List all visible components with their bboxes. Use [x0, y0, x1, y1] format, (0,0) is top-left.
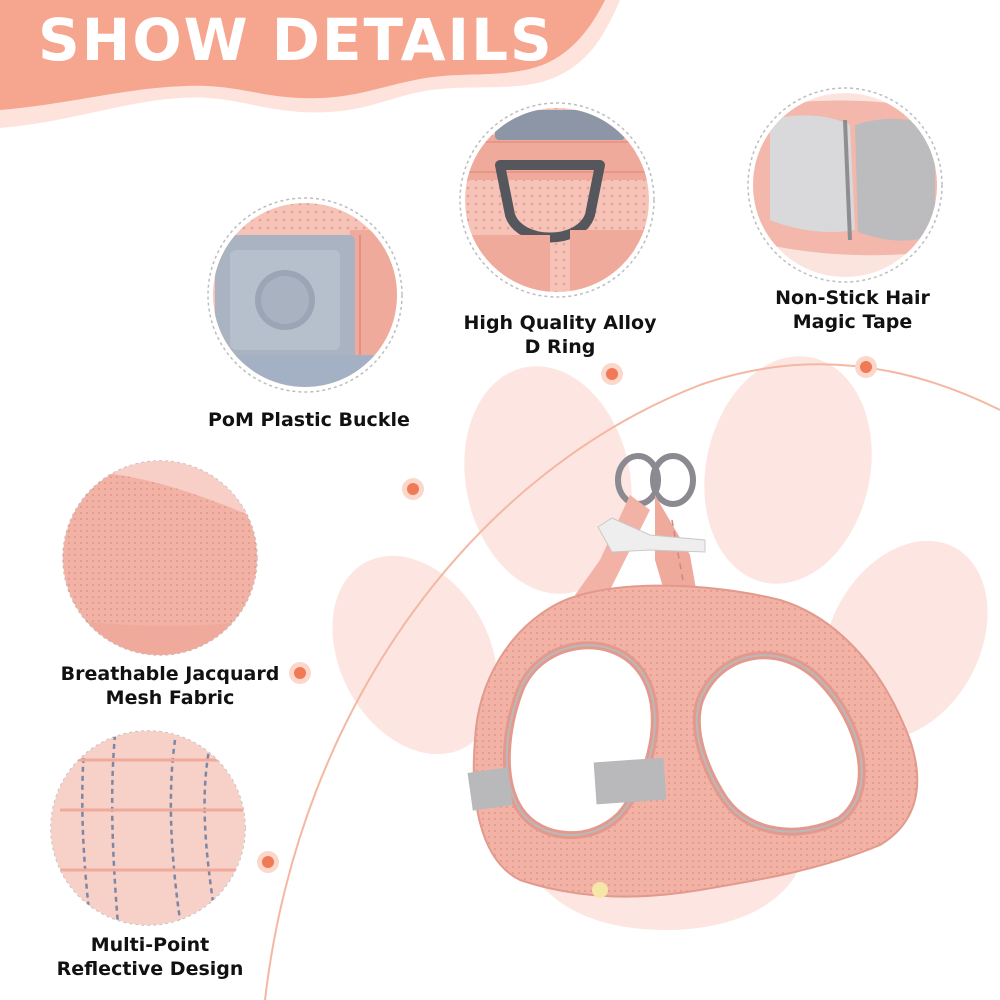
feature-label-line: Multi-Point: [90, 934, 210, 956]
magic-tape-detail-image: [747, 87, 943, 283]
feature-label-line: Magic Tape: [792, 311, 913, 333]
feature-label-line: D Ring: [524, 336, 596, 358]
accent-dots: [257, 356, 877, 873]
feature-label-line: PoM Plastic Buckle: [208, 409, 410, 431]
page-title: SHOW DETAILS: [38, 6, 554, 74]
feature-label-buckle: PoM Plastic Buckle: [208, 408, 410, 432]
feature-label-mesh: Breathable Jacquard Mesh Fabric: [54, 662, 286, 710]
d-ring-detail-image: [459, 102, 655, 298]
feature-label-line: Reflective Design: [56, 958, 244, 980]
mesh-detail-image: [62, 460, 258, 656]
banner: [0, 0, 620, 128]
feature-label-line: High Quality Alloy: [463, 312, 657, 334]
feature-label-reflective: Multi-Point Reflective Design: [54, 933, 246, 981]
harness-image: [467, 453, 919, 898]
feature-label-line: Breathable Jacquard: [60, 663, 280, 685]
feature-label-line: Mesh Fabric: [105, 687, 235, 709]
buckle-detail-image: [207, 197, 403, 393]
feature-label-d-ring: High Quality Alloy D Ring: [460, 311, 660, 359]
reflective-detail-image: [50, 730, 246, 926]
feature-label-magic-tape: Non-Stick Hair Magic Tape: [770, 286, 935, 334]
feature-label-line: Non-Stick Hair: [775, 287, 930, 309]
